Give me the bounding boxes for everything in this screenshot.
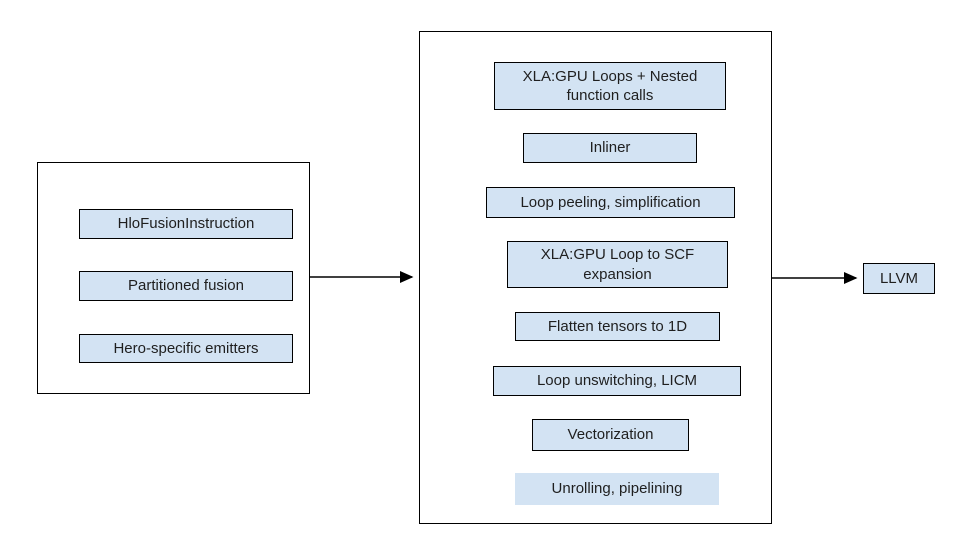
middle-stage-container: XLA:GPU Loops + Nested function calls In…	[419, 31, 772, 524]
node-hero-specific-emitters: Hero-specific emitters	[79, 334, 293, 363]
node-loop-peeling-simplification: Loop peeling, simplification	[486, 187, 735, 218]
left-stage-container: HloFusionInstruction Partitioned fusion …	[37, 162, 310, 394]
node-xla-gpu-loop-to-scf-expansion: XLA:GPU Loop to SCF expansion	[507, 241, 728, 288]
node-partitioned-fusion: Partitioned fusion	[79, 271, 293, 301]
node-loop-unswitching-licm: Loop unswitching, LICM	[493, 366, 741, 396]
node-unrolling-pipelining: Unrolling, pipelining	[515, 473, 719, 505]
node-inliner: Inliner	[523, 133, 697, 163]
node-hlo-fusion-instruction: HloFusionInstruction	[79, 209, 293, 239]
node-xla-gpu-loops-nested-function-calls: XLA:GPU Loops + Nested function calls	[494, 62, 726, 110]
node-flatten-tensors-to-1d: Flatten tensors to 1D	[515, 312, 720, 341]
node-vectorization: Vectorization	[532, 419, 689, 451]
node-llvm: LLVM	[863, 263, 935, 294]
